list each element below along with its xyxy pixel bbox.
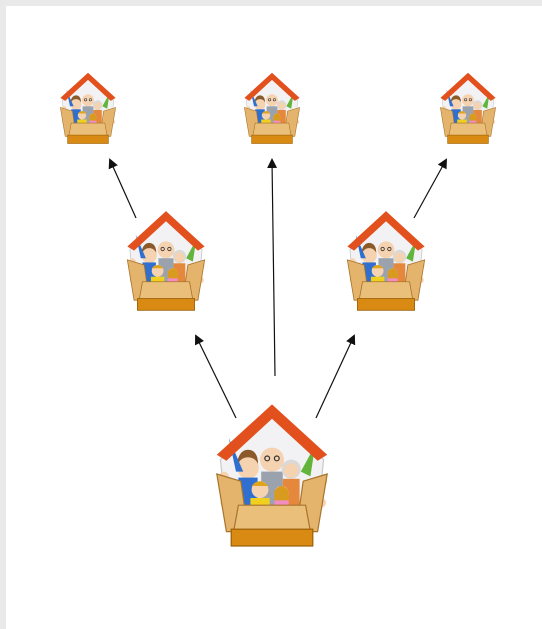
diagram-canvas — [6, 6, 542, 629]
family-house-icon-root — [215, 403, 329, 547]
arrow-root-to-left-child — [195, 334, 237, 419]
arrow-left-child-to-left-grandchild — [108, 158, 137, 219]
edges-layer — [108, 158, 447, 419]
family-house-icon-right-child — [346, 210, 426, 311]
arrow-right-child-to-right-grandchild — [413, 158, 447, 219]
family-tree-diagram — [59, 72, 497, 547]
family-house-icon-middle-grandchild — [243, 72, 301, 144]
family-house-icon-left-grandchild — [59, 72, 117, 144]
arrow-root-to-right-child — [315, 334, 356, 419]
nodes-layer — [59, 72, 497, 547]
family-house-icon-right-grandchild — [439, 72, 497, 144]
arrow-root-to-middle-grandchild — [267, 158, 278, 377]
family-house-icon-left-child — [126, 210, 206, 311]
